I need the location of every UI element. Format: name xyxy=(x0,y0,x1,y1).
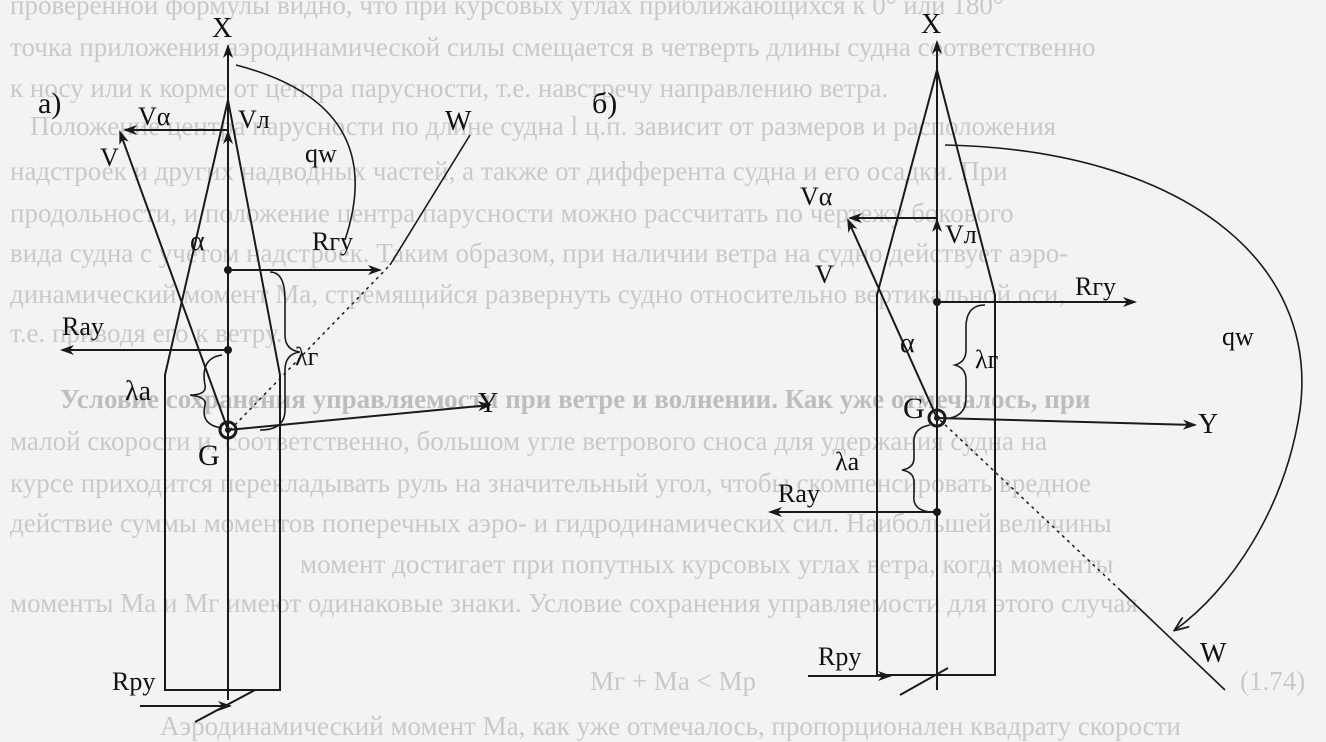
bg-line: к носу или к корме от центра парусности,… xyxy=(10,73,888,103)
lambda-a-label-a: λa xyxy=(125,376,152,407)
v-lambda-label-a: Vл xyxy=(238,105,270,134)
bg-line: моменты Мa и Мг имеют одинаковые знаки. … xyxy=(10,588,1138,618)
bg-line: малой скорости и, соответственно, большо… xyxy=(10,426,1047,456)
y-axis-label-a: Y xyxy=(478,388,498,419)
bg-line: Аэродинамический момент Мa, как уже отме… xyxy=(160,711,1181,741)
v-alpha-label-a: Vα xyxy=(138,102,171,131)
background-text-block: проверенной формулы видно, что при курсо… xyxy=(10,0,1305,741)
bg-line: проверенной формулы видно, что при курсо… xyxy=(10,0,1004,20)
wind-line-dashed-a xyxy=(229,264,391,431)
y-axis-arrow-a xyxy=(227,401,492,431)
bg-line: т.е. приводя его к ветру. xyxy=(10,318,283,348)
x-axis-label-b: X xyxy=(921,9,941,40)
r-ay-label-b: Rаy xyxy=(778,479,820,508)
diagram-a: а) X Vα V Vл α qw W Rгy Rаy λa λг xyxy=(38,13,498,723)
bg-line: точка приложения аэродинамической силы с… xyxy=(10,32,1096,62)
lambda-a-brace-a xyxy=(189,354,223,429)
lambda-g-label-b: λг xyxy=(975,345,998,374)
wind-line-a xyxy=(389,134,471,266)
wind-arc-b xyxy=(944,144,1303,630)
panel-label-b: б) xyxy=(592,87,617,120)
bg-equation-number: (1.74) xyxy=(1240,666,1305,696)
r-py-label-a: Rpy xyxy=(112,667,155,696)
diagram-b: б) X Vα V Vл α qw W Rгy λг λa Rаy xyxy=(592,9,1303,696)
r-py-label-b: Rpy xyxy=(818,642,861,671)
y-axis-arrow-b xyxy=(936,417,1197,430)
bg-line: Положение центра парусности по длине суд… xyxy=(30,111,1056,141)
lambda-g-brace-b xyxy=(949,304,986,419)
center-gravity-dot-b xyxy=(934,415,940,421)
bg-line: действие суммы моментов поперечных аэро-… xyxy=(10,508,1112,538)
alpha-label-b: α xyxy=(900,328,915,359)
bg-formula: Mг + Mа < Mр xyxy=(590,666,756,696)
y-axis-label-b: Y xyxy=(1198,409,1218,440)
hull-a xyxy=(164,99,281,691)
g-label-a: G xyxy=(198,439,220,472)
rudder-a xyxy=(194,689,256,723)
v-alpha-label-b: Vα xyxy=(800,182,833,211)
center-gravity-dot-a xyxy=(225,427,231,433)
w-label-b: W xyxy=(1200,638,1227,669)
v-lambda-label-b: Vл xyxy=(945,220,977,249)
r-gamma-y-label-a: Rгy xyxy=(312,227,353,256)
v-label-a: V xyxy=(100,143,119,172)
center-gravity-b xyxy=(927,408,947,428)
v-arrow-a xyxy=(119,130,229,431)
v-arrow-b xyxy=(847,218,938,419)
wind-arc-a xyxy=(235,64,356,241)
bg-line: курсе приходится перекладывать руль на з… xyxy=(10,468,1091,498)
lambda-a-brace-b xyxy=(901,424,931,513)
w-label-a: W xyxy=(445,106,472,137)
r-gamma-y-label-b: Rгy xyxy=(1075,272,1116,301)
q-w-label-a: qw xyxy=(305,139,337,168)
v-label-b: V xyxy=(815,260,834,289)
bg-line: Условие сохранения управляемости при вет… xyxy=(60,384,1090,414)
lambda-g-brace-a xyxy=(259,271,301,431)
x-axis-label-a: X xyxy=(212,13,232,44)
bg-line: момент достигает при попутных курсовых у… xyxy=(300,549,1114,579)
bg-line: надстроек и других надводных частей, а т… xyxy=(10,156,1008,186)
center-gravity-a xyxy=(218,420,238,440)
wind-line-b xyxy=(1119,589,1226,691)
panel-label-a: а) xyxy=(38,87,61,120)
lambda-g-label-a: λг xyxy=(295,342,318,371)
alpha-label-a: α xyxy=(190,226,205,257)
bg-line: продольности, и положение центра парусно… xyxy=(10,198,1014,228)
lambda-a-label-b: λa xyxy=(835,447,860,476)
rudder-b xyxy=(899,667,949,696)
g-label-b: G xyxy=(903,392,925,425)
r-ay-label-a: Rаy xyxy=(62,312,104,341)
bg-line: динамический момент Мa, стремящийся разв… xyxy=(10,279,1065,309)
q-w-label-b: qw xyxy=(1222,322,1254,351)
bg-line: вида судна с учетом надстроек. Таким обр… xyxy=(10,238,1068,268)
